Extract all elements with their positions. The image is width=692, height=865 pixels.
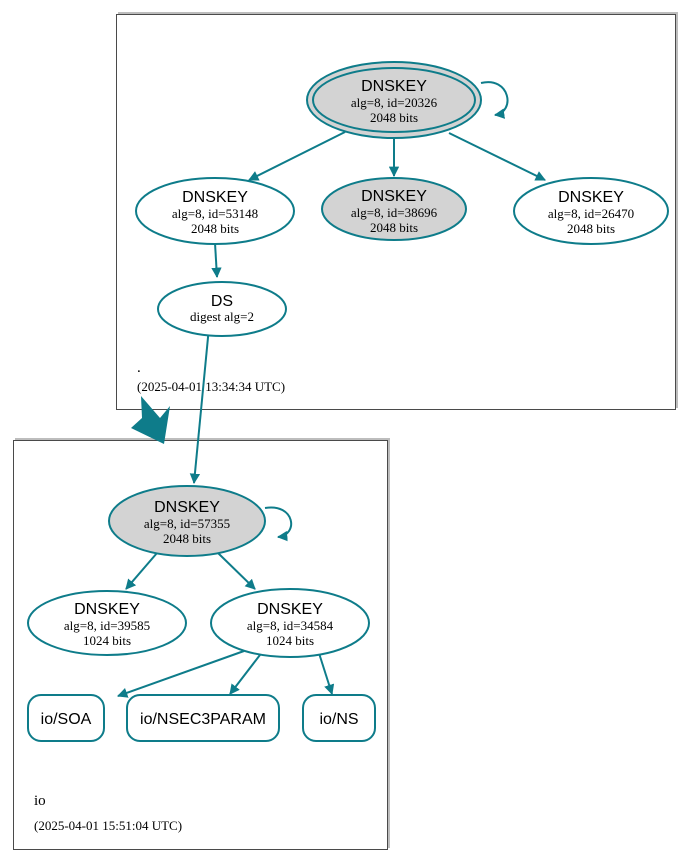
node-title: DS xyxy=(211,293,233,310)
rrset-border xyxy=(27,694,105,742)
node-params: alg=8, id=34584 xyxy=(247,618,334,633)
node-size: 2048 bits xyxy=(370,110,418,125)
node-title: DNSKEY xyxy=(361,188,427,205)
node-border xyxy=(321,177,467,241)
edge-io-ksk-to-34584 xyxy=(217,552,256,590)
rrset-io-soa[interactable]: io/SOA xyxy=(27,694,105,742)
node-size: 2048 bits xyxy=(163,531,211,546)
node-title: DNSKEY xyxy=(361,78,427,95)
zone-timestamp-root: (2025-04-01 13:34:34 UTC) xyxy=(137,379,286,394)
edge-34584-to-io-ns xyxy=(317,649,335,695)
node-inner-border xyxy=(312,67,476,133)
edge-34584-to-io-soa xyxy=(117,650,245,698)
edge-ds-to-io-ksk xyxy=(189,326,210,485)
node-io-ksk-57355[interactable]: DNSKEY alg=8, id=57355 2048 bits xyxy=(108,485,266,557)
rrset-io-nsec3param[interactable]: io/NSEC3PARAM xyxy=(126,694,280,742)
node-root-ds[interactable]: DS digest alg=2 xyxy=(157,281,287,337)
rrset-label: io/NS xyxy=(319,711,358,728)
node-root-zsk-26470[interactable]: DNSKEY alg=8, id=26470 2048 bits xyxy=(513,177,669,245)
node-params: digest alg=2 xyxy=(190,309,254,324)
node-title: DNSKEY xyxy=(154,499,220,516)
edge-34584-to-io-nsec3param xyxy=(229,650,264,695)
node-title: DNSKEY xyxy=(257,601,323,618)
node-size: 1024 bits xyxy=(266,633,314,648)
node-params: alg=8, id=57355 xyxy=(144,516,230,531)
rrset-label: io/SOA xyxy=(41,711,92,728)
node-size: 2048 bits xyxy=(567,221,615,236)
edge-io-ksk-to-39585 xyxy=(125,552,158,590)
node-params: alg=8, id=53148 xyxy=(172,206,258,221)
node-root-ksk-20326[interactable]: DNSKEY alg=8, id=20326 2048 bits xyxy=(306,61,482,139)
rrset-border xyxy=(126,694,280,742)
edge-root-ksk-to-53148 xyxy=(248,131,346,181)
edge-io-ksk-self-sign xyxy=(264,506,293,542)
node-params: alg=8, id=38696 xyxy=(351,205,438,220)
zone-label-root: . xyxy=(137,360,141,376)
node-border xyxy=(27,590,187,656)
edge-root-ksk-self-sign xyxy=(480,81,509,119)
node-border xyxy=(210,588,370,658)
node-border xyxy=(157,281,287,337)
node-title: DNSKEY xyxy=(182,189,248,206)
rrset-io-ns[interactable]: io/NS xyxy=(302,694,376,742)
node-params: alg=8, id=26470 xyxy=(548,206,634,221)
node-title: DNSKEY xyxy=(74,601,140,618)
node-root-zsk-38696[interactable]: DNSKEY alg=8, id=38696 2048 bits xyxy=(321,177,467,241)
node-border xyxy=(135,177,295,245)
node-params: alg=8, id=20326 xyxy=(351,95,438,110)
zone-timestamp-io: (2025-04-01 15:51:04 UTC) xyxy=(34,818,183,833)
node-border xyxy=(108,485,266,557)
edge-53148-to-ds xyxy=(211,242,222,279)
node-io-zsk-34584[interactable]: DNSKEY alg=8, id=34584 1024 bits xyxy=(210,588,370,658)
rrset-border xyxy=(302,694,376,742)
node-root-zsk-53148[interactable]: DNSKEY alg=8, id=53148 2048 bits xyxy=(135,177,295,245)
zone-delegation-arrow xyxy=(131,396,170,444)
node-params: alg=8, id=39585 xyxy=(64,618,150,633)
node-size: 2048 bits xyxy=(191,221,239,236)
node-size: 1024 bits xyxy=(83,633,131,648)
zone-label-io: io xyxy=(34,793,46,809)
node-title: DNSKEY xyxy=(558,189,624,206)
node-border xyxy=(513,177,669,245)
node-io-zsk-39585[interactable]: DNSKEY alg=8, id=39585 1024 bits xyxy=(27,590,187,656)
edge-root-ksk-to-26470 xyxy=(448,132,546,181)
node-size: 2048 bits xyxy=(370,220,418,235)
edge-layer xyxy=(117,81,546,698)
rrset-label: io/NSEC3PARAM xyxy=(140,711,266,728)
